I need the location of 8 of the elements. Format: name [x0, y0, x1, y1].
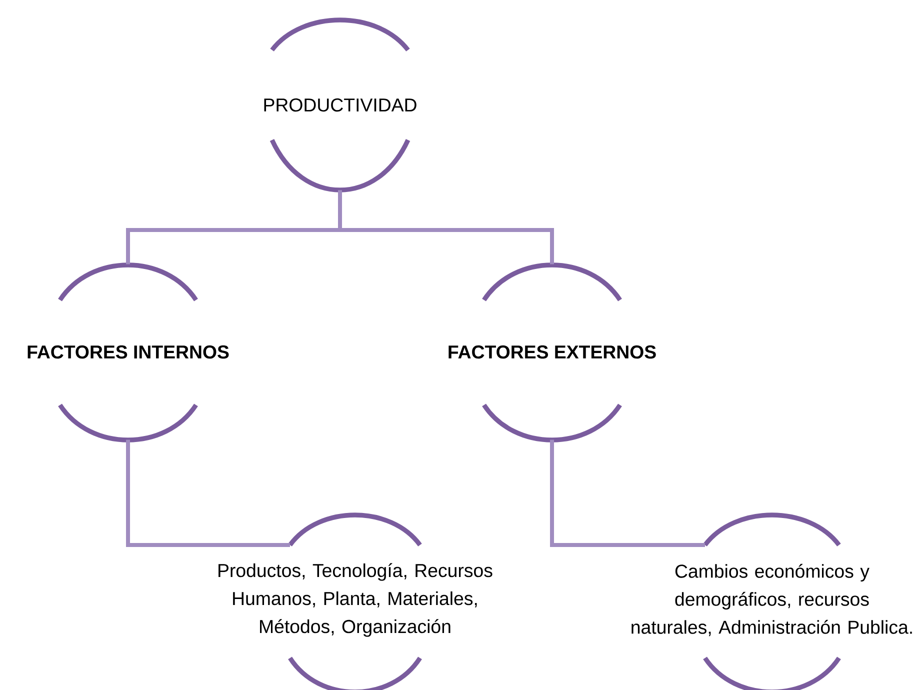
connector-line — [126, 440, 290, 547]
arc-node: FACTORES INTERNOS — [28, 262, 229, 442]
connector-line — [550, 440, 705, 547]
connector-line — [338, 190, 554, 264]
arc-node: Cambios económicos y demográficos, recursos naturales, Administración Publica. — [632, 512, 912, 690]
arc-node: FACTORES EXTERNOS — [448, 262, 656, 442]
arc-node: Productos, Tecnología, Recursos Humanos, Planta, Materiales, Métodos, Organización — [218, 512, 492, 690]
arc-node: PRODUCTIVIDAD — [264, 18, 416, 192]
